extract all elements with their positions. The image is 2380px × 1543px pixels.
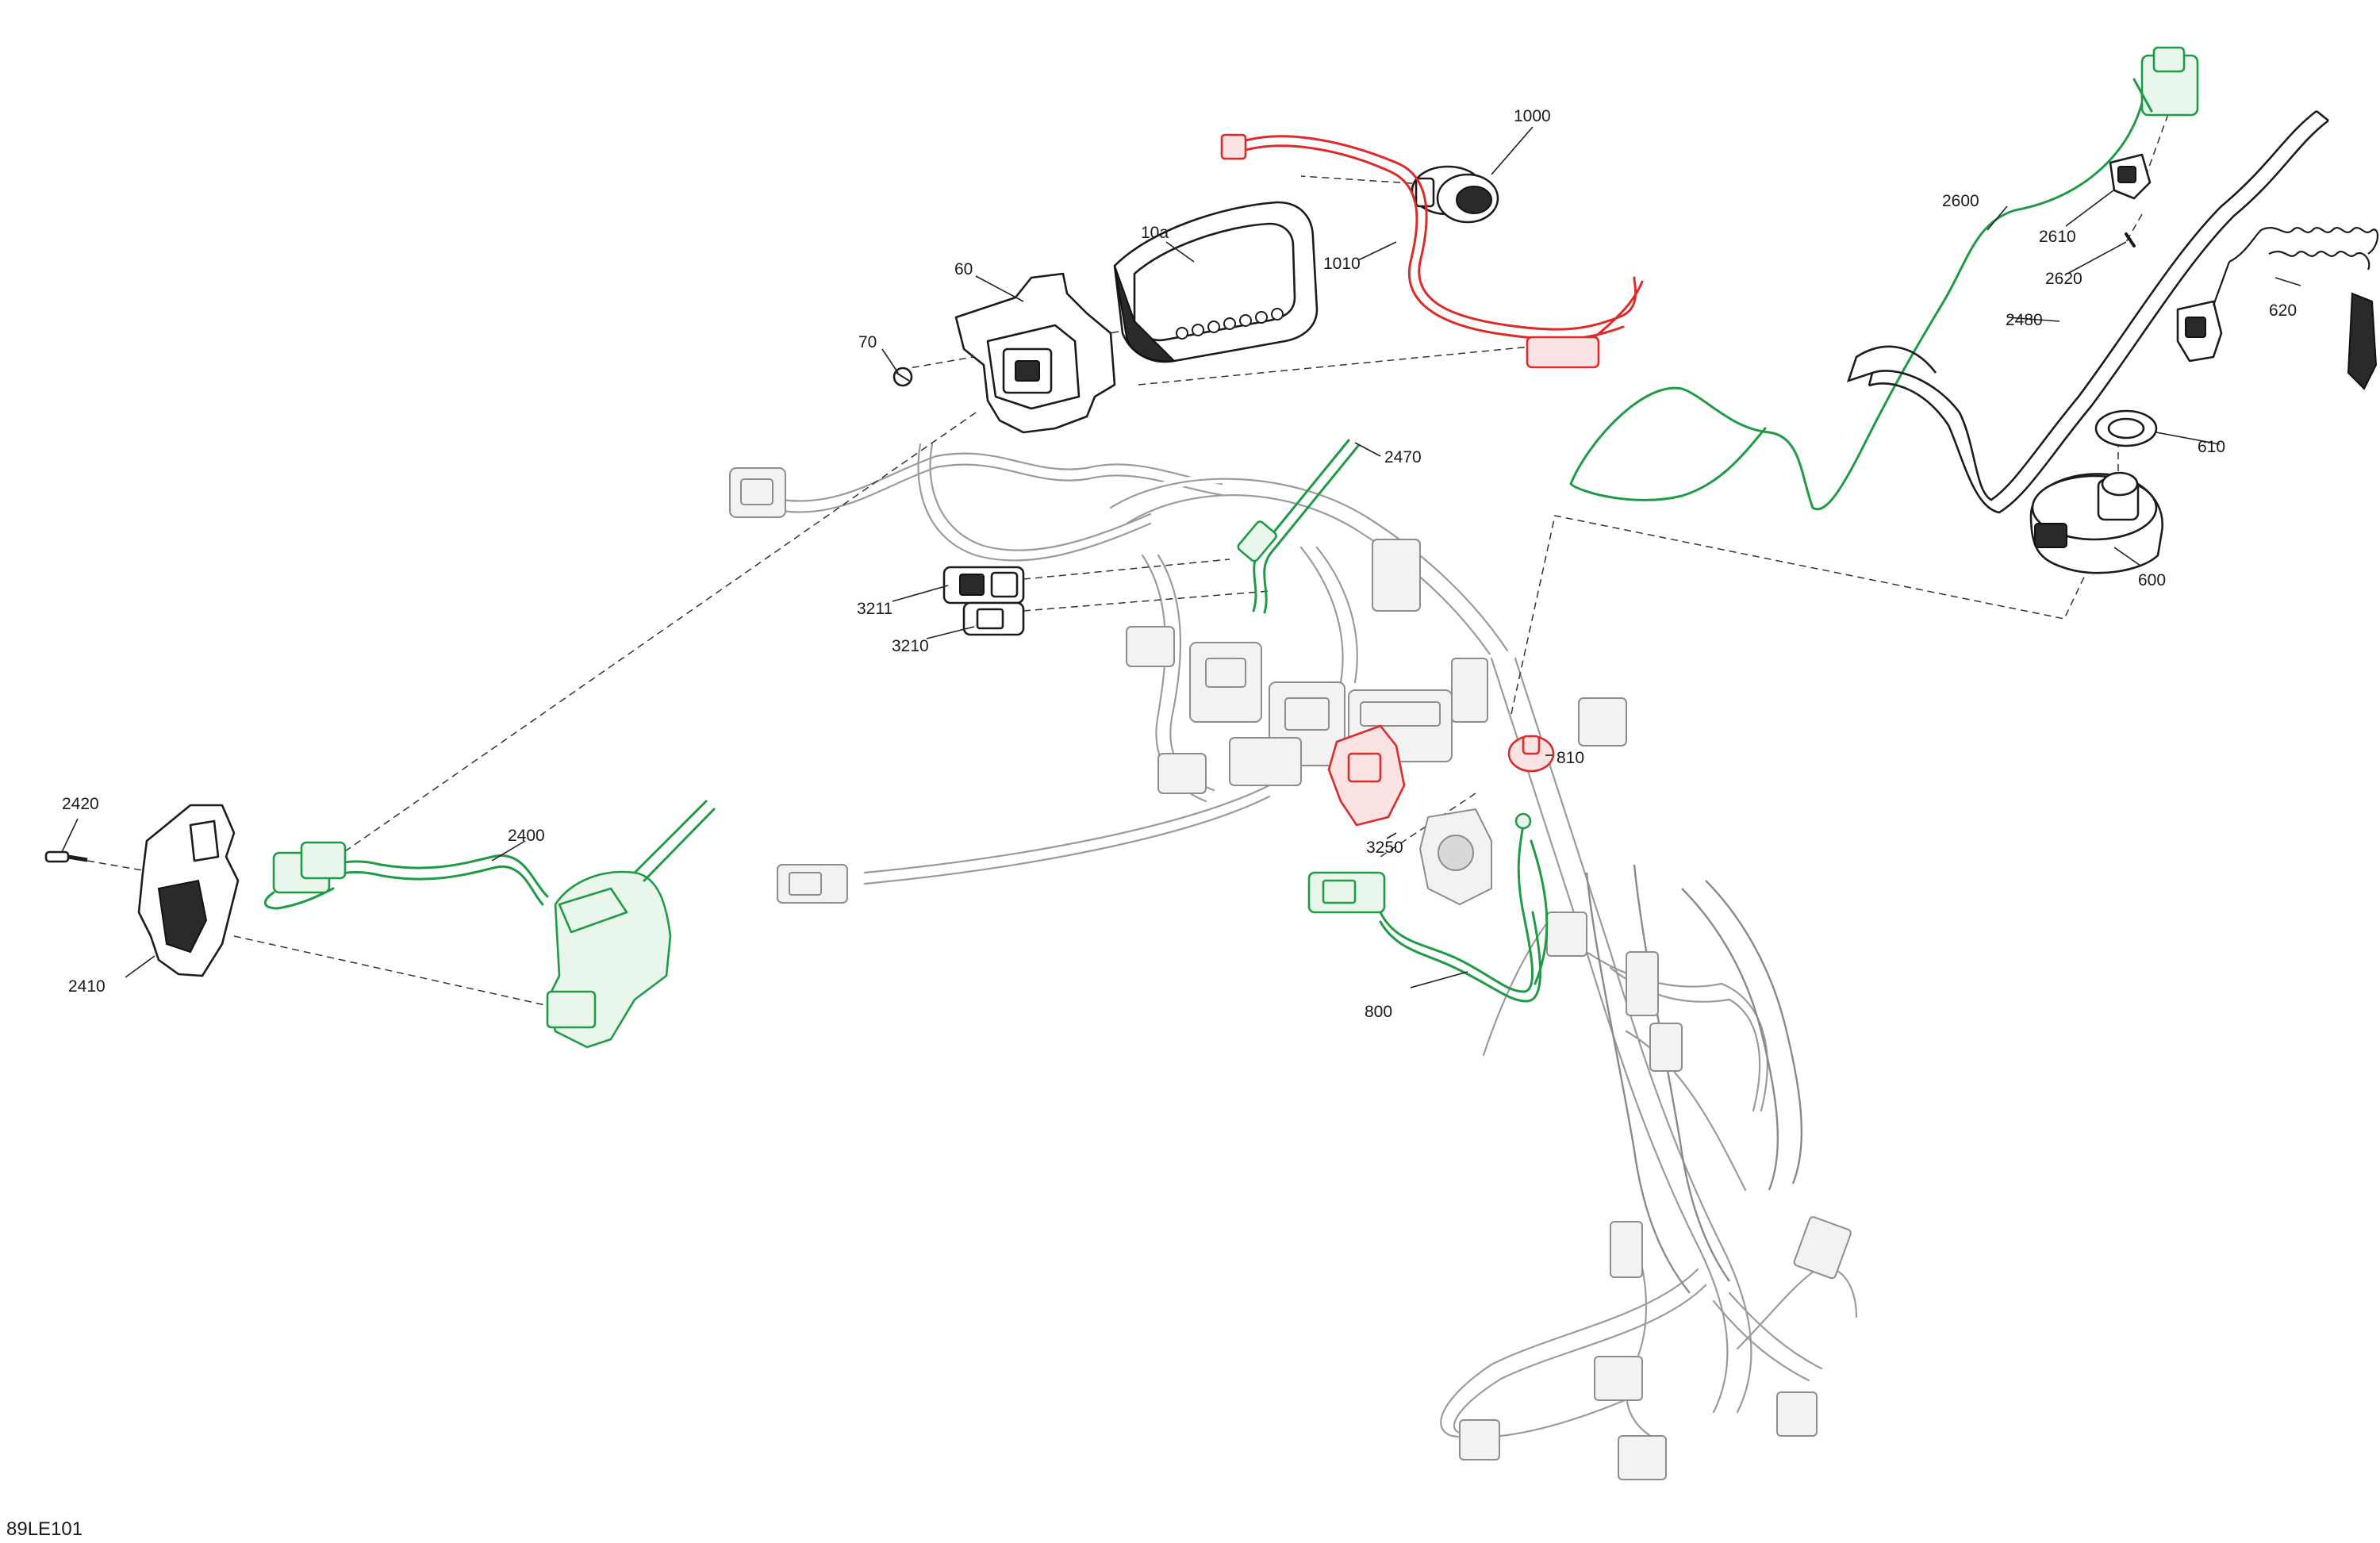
- gauge-buttons: [1176, 308, 1284, 340]
- harness-connector-top-left: [729, 467, 786, 518]
- ignition-switch-600: [2029, 471, 2164, 574]
- harness-connector-left: [777, 864, 848, 904]
- switch-harness-2400: [263, 800, 716, 1049]
- callout-2610: 2610: [2039, 228, 2076, 246]
- handlebar-2480: [1846, 109, 2329, 514]
- harness-connector-bottom-6: [1459, 1419, 1500, 1460]
- digital-gauge-10a: [1113, 201, 1319, 363]
- harness-2470: [1237, 439, 1360, 614]
- callout-1000: 1000: [1514, 107, 1551, 125]
- callout-2600: 2600: [1942, 192, 1979, 210]
- bracket-2610: [2109, 153, 2152, 200]
- callout-10a: 10a: [1141, 224, 1169, 242]
- diagram-code: 89LE101: [6, 1518, 83, 1540]
- callout-2400: 2400: [508, 827, 545, 845]
- callout-2420: 2420: [62, 795, 99, 813]
- connector-3211: [942, 566, 1025, 605]
- callout-600: 600: [2138, 571, 2166, 589]
- leader-lines: [61, 126, 2301, 988]
- harness-800: [1307, 812, 1549, 1003]
- callout-2620: 2620: [2045, 270, 2082, 288]
- connector-3210: [962, 601, 1025, 636]
- callout-2480: 2480: [2006, 311, 2043, 329]
- callout-3210: 3210: [892, 637, 929, 655]
- harness-connector-bottom-4: [1776, 1391, 1818, 1437]
- harness-connector-bottom-3: [1594, 1356, 1643, 1401]
- tether-620: [2176, 227, 2378, 390]
- cap-810: [1507, 735, 1555, 773]
- harness-connector-bottom-5: [1618, 1435, 1667, 1480]
- relay-3250: [1327, 724, 1406, 827]
- screw-2620: [2125, 232, 2136, 248]
- housing-2410: [137, 804, 240, 977]
- gauge-support-60: [954, 272, 1116, 434]
- ring-nut-610: [2094, 409, 2158, 447]
- callout-610: 610: [2198, 438, 2225, 456]
- switch-module-center: [1419, 808, 1492, 905]
- main-wiring-harness: [729, 443, 1858, 1480]
- harness-connector-bottom-2: [1793, 1216, 1852, 1280]
- assembly-lines: [86, 102, 2173, 1010]
- callout-3250: 3250: [1366, 839, 1403, 857]
- socket-harness-1010: [1220, 133, 1644, 369]
- callout-70: 70: [858, 333, 877, 351]
- callout-800: 800: [1365, 1003, 1392, 1021]
- callout-810: 810: [1557, 749, 1584, 767]
- fuse-box-cluster: [1126, 539, 1683, 1072]
- callout-2470: 2470: [1384, 448, 1422, 466]
- screw-2420: [44, 850, 88, 863]
- harness-connector-bottom-1: [1610, 1221, 1643, 1278]
- callout-3211: 3211: [857, 600, 892, 618]
- callout-1010: 1010: [1323, 255, 1361, 273]
- callout-60: 60: [954, 260, 973, 278]
- callout-2410: 2410: [68, 977, 106, 996]
- harness-2600: [1569, 46, 2199, 511]
- callout-labels: 1000 1010 10a 60 70 2470 3211 3210 2600 …: [62, 107, 2297, 1021]
- callout-620: 620: [2269, 301, 2297, 320]
